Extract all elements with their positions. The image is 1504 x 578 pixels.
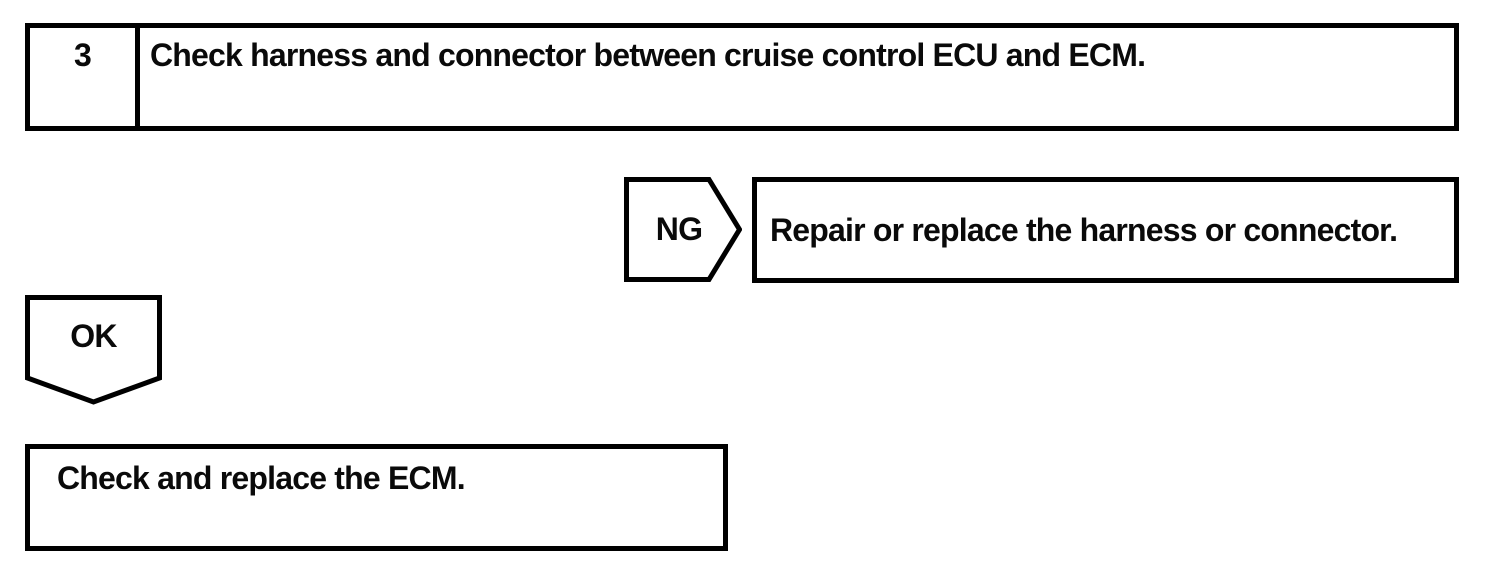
ng-action-text: Repair or replace the harness or connect… bbox=[770, 211, 1398, 248]
step-number: 3 bbox=[74, 37, 92, 73]
step-instruction: Check harness and connector between crui… bbox=[150, 37, 1146, 73]
ng-pentagon-icon bbox=[624, 177, 742, 282]
ng-action-box: Repair or replace the harness or connect… bbox=[752, 177, 1459, 283]
ok-label: OK bbox=[70, 318, 117, 355]
step-number-cell: 3 bbox=[30, 28, 140, 126]
step-box: 3 Check harness and connector between cr… bbox=[25, 23, 1459, 131]
ok-connector-shape: OK bbox=[25, 295, 162, 405]
ng-label-wrap: NG bbox=[624, 177, 734, 282]
ok-pentagon-icon bbox=[25, 295, 162, 405]
ok-label-wrap: OK bbox=[25, 295, 162, 378]
ok-action-text: Check and replace the ECM. bbox=[57, 460, 466, 496]
ok-action-box: Check and replace the ECM. bbox=[25, 444, 728, 551]
step-instruction-cell: Check harness and connector between crui… bbox=[140, 28, 1454, 126]
ng-connector-shape: NG bbox=[624, 177, 742, 282]
ng-label: NG bbox=[655, 211, 703, 248]
